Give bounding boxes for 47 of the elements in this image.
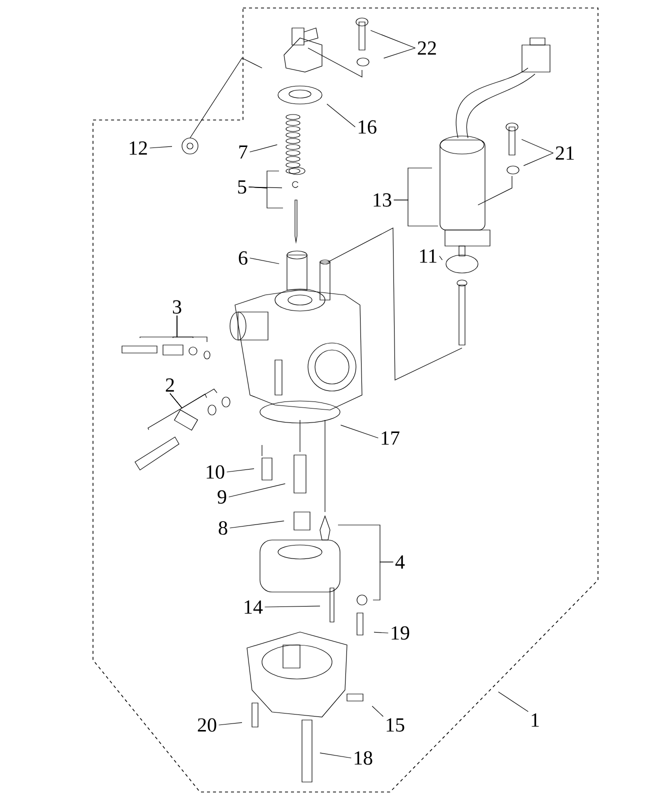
leader-line xyxy=(250,144,278,152)
leader-line xyxy=(374,632,388,634)
leader-line xyxy=(248,186,284,208)
callout-number: 14 xyxy=(244,600,263,614)
callout-number: 3 xyxy=(172,300,182,314)
callout-number: 1 xyxy=(532,713,539,727)
leader-line xyxy=(150,146,172,148)
leader-line xyxy=(226,468,254,472)
leader-line xyxy=(228,483,286,498)
leader-line xyxy=(230,520,284,528)
callout-number: 15 xyxy=(386,718,404,732)
leader-line xyxy=(439,256,443,260)
callout-number: 4 xyxy=(395,555,405,569)
leader-line xyxy=(170,388,218,408)
leader-line xyxy=(372,706,384,717)
callout-number: 5 xyxy=(238,180,246,194)
callout-number: 16 xyxy=(358,120,376,134)
leader-line xyxy=(370,30,416,48)
leader-line xyxy=(264,606,320,608)
leader-line xyxy=(176,315,208,342)
leader-line xyxy=(340,424,378,438)
callout-number: 12 xyxy=(130,141,147,155)
callout-number: 20 xyxy=(198,718,216,732)
callout-number: 6 xyxy=(238,251,248,265)
callout-number: 19 xyxy=(392,626,410,640)
leader-line xyxy=(326,104,356,128)
callout-number: 2 xyxy=(166,378,174,392)
callout-number: 22 xyxy=(418,41,436,55)
callout-number: 18 xyxy=(354,751,372,765)
callout-number: 7 xyxy=(239,145,248,159)
leader-line xyxy=(383,48,416,58)
leader-line xyxy=(498,692,528,712)
leader-line xyxy=(394,200,438,226)
leader-line xyxy=(248,186,282,188)
leader-line xyxy=(218,722,242,726)
callout-number: 13 xyxy=(374,193,392,207)
callout-number: 8 xyxy=(218,521,228,535)
callout-number: 9 xyxy=(218,490,226,504)
callout-number: 21 xyxy=(556,146,574,160)
callout-number: 11 xyxy=(420,249,436,263)
leader-line xyxy=(320,752,352,758)
callout-number: 10 xyxy=(206,465,224,479)
leader-line xyxy=(372,562,394,600)
leader-line xyxy=(250,258,280,264)
leader-line xyxy=(523,152,554,166)
leader-line xyxy=(521,139,554,154)
callout-number: 17 xyxy=(382,431,400,445)
